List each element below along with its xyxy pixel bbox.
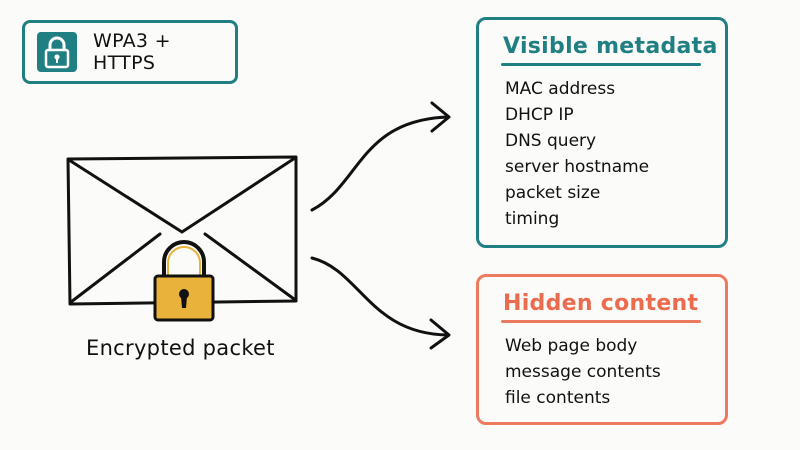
visible-metadata-list: MAC address DHCP IP DNS query server hos… [505, 76, 725, 232]
list-item: DNS query [505, 131, 597, 151]
arrow-to-visible [310, 101, 451, 212]
list-item: MAC address [505, 79, 616, 99]
badge-label: WPA3 + HTTPS [93, 30, 171, 74]
visible-panel-divider [501, 63, 701, 66]
list-item: Web page body [505, 336, 638, 356]
list-item: file contents [505, 388, 611, 408]
list-item: server hostname [505, 157, 650, 177]
list-item: packet size [505, 183, 601, 203]
padlock-icon [153, 240, 215, 322]
list-item: message contents [505, 362, 661, 382]
arrow-to-hidden [310, 256, 451, 350]
list-item: timing [505, 209, 560, 229]
padlock-icon [37, 32, 77, 72]
list-item: DHCP IP [505, 105, 574, 125]
visible-panel-title: Visible metadata [503, 34, 718, 59]
hidden-content-list: Web page body message contents file cont… [505, 333, 725, 411]
envelope-icon [66, 155, 298, 306]
hidden-panel-title: Hidden content [503, 291, 699, 316]
packet-label: Encrypted packet [86, 336, 275, 360]
hidden-panel-divider [501, 320, 701, 323]
hidden-content-panel: Hidden content Web page body message con… [476, 274, 728, 425]
encryption-badge: WPA3 + HTTPS [22, 20, 238, 84]
visible-metadata-panel: Visible metadata MAC address DHCP IP DNS… [476, 17, 728, 248]
